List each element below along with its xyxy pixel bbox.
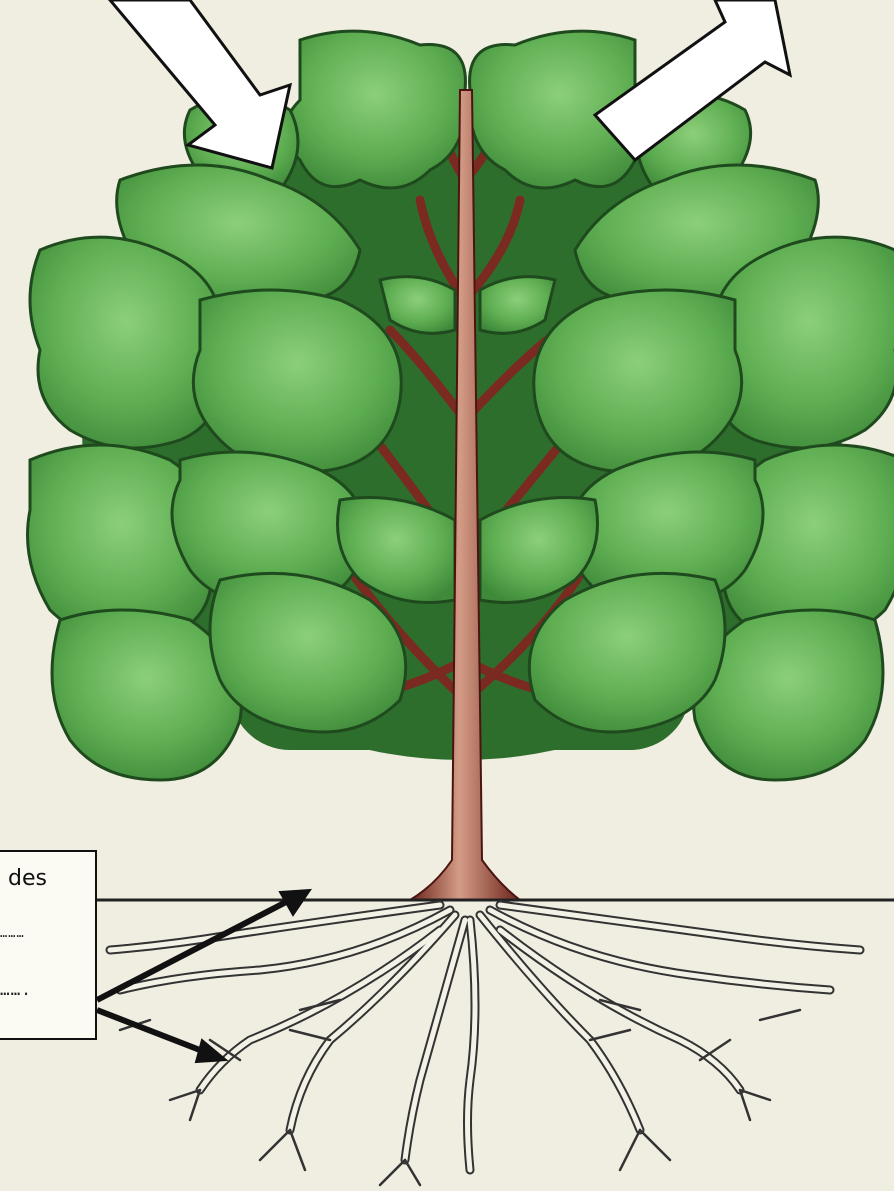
root-label-box: des ……… …….: [0, 850, 97, 1040]
blank-line-1[interactable]: ………: [0, 926, 25, 940]
arrow-pointing-down-right-icon: [110, 0, 290, 168]
blank-line-2[interactable]: …….: [0, 980, 32, 999]
roots: [110, 905, 860, 1185]
label-text: des: [8, 866, 47, 891]
